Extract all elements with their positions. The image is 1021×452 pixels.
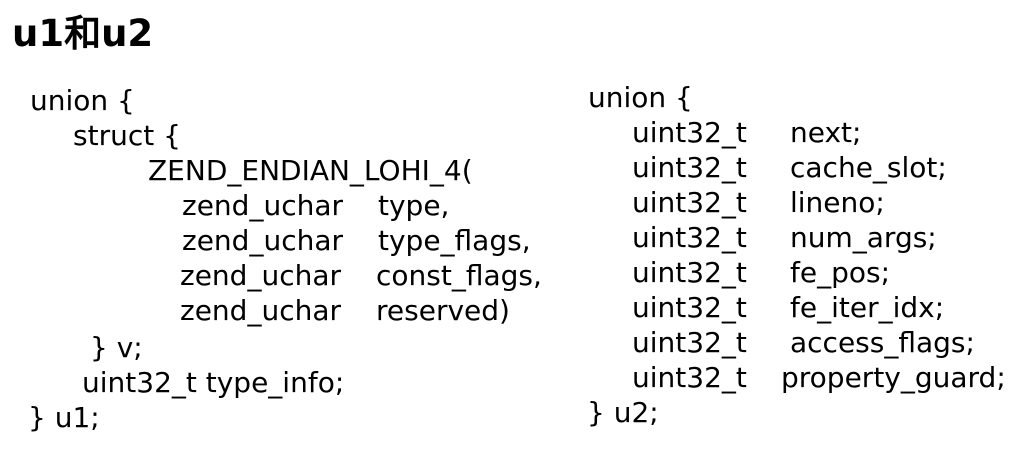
page-title: u1和u2 (12, 12, 154, 55)
u1-field-type: zend_uchar (182, 189, 343, 222)
u1-macro: ZEND_ENDIAN_LOHI_4( (148, 154, 473, 187)
u2-field-type: uint32_t (632, 291, 747, 324)
u1-field-name: type_flags, (378, 224, 531, 257)
u2-field-type: uint32_t (632, 361, 747, 394)
u1-field-type: zend_uchar (182, 224, 343, 257)
u2-field-type: uint32_t (632, 221, 747, 254)
u1-field-name: const_flags, (376, 259, 542, 292)
u2-field-name: access_flags; (790, 326, 975, 359)
u2-field-name: property_guard; (781, 361, 1006, 394)
u1-struct-open: struct { (73, 119, 181, 152)
u2-field-type: uint32_t (632, 151, 747, 184)
u1-field-type: zend_uchar (180, 294, 341, 327)
u2-field-type: uint32_t (632, 116, 747, 149)
u2-field-name: fe_iter_idx; (790, 291, 945, 324)
u2-field-type: uint32_t (632, 256, 747, 289)
u2-union-close: } u2; (587, 396, 659, 429)
u1-field-name: type, (378, 189, 450, 222)
u2-field-name: lineno; (790, 186, 885, 219)
u2-field-type: uint32_t (632, 326, 747, 359)
u2-field-name: cache_slot; (790, 151, 947, 184)
u1-field-type: zend_uchar (180, 259, 341, 292)
u2-field-name: num_args; (790, 221, 937, 254)
u2-union-open: union { (588, 81, 693, 114)
u1-struct-close: } v; (90, 331, 143, 364)
u1-type-info: uint32_t type_info; (82, 366, 345, 399)
u2-field-name: next; (790, 116, 862, 149)
u1-union-close: } u1; (28, 401, 100, 434)
u1-field-name: reserved) (376, 294, 510, 327)
u2-field-type: uint32_t (632, 186, 747, 219)
u2-field-name: fe_pos; (790, 256, 891, 289)
u1-union-open: union { (30, 84, 135, 117)
